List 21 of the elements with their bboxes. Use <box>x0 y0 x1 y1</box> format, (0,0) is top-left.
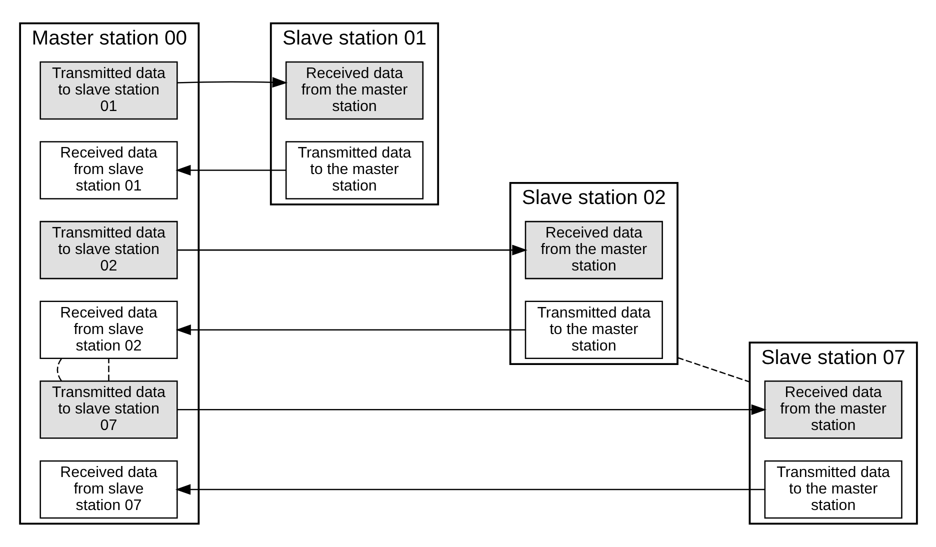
node-box: Received data from the master station <box>524 220 662 280</box>
node-box: Received data from the master station <box>764 380 902 439</box>
connector <box>676 357 750 383</box>
node-box: Transmitted data to the master station <box>284 141 424 200</box>
node-box: Received data from slave station 02 <box>39 300 178 359</box>
connector <box>56 358 62 382</box>
node-box: Received data from slave station 01 <box>39 141 178 200</box>
arrow <box>176 77 288 88</box>
node-box: Transmitted data to slave station 02 <box>39 220 178 280</box>
node-box: Transmitted data to the master station <box>524 300 662 359</box>
node-box: Transmitted data to slave station 01 <box>39 61 178 120</box>
arrow <box>175 164 286 176</box>
node-box: Transmitted data to the master station <box>764 460 902 519</box>
arrow <box>177 244 527 256</box>
node-box: Received data from the master station <box>284 61 424 120</box>
node-box: Transmitted data to slave station 07 <box>39 380 178 439</box>
arrow <box>175 324 525 336</box>
arrow <box>174 484 764 495</box>
node-box: Received data from slave station 07 <box>39 460 178 519</box>
arrow <box>176 404 766 415</box>
connector <box>108 358 109 381</box>
